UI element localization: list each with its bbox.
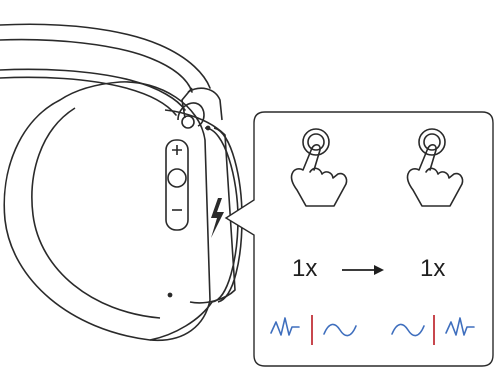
callout-panel bbox=[224, 111, 494, 367]
tap-count-label: 1x bbox=[292, 255, 318, 282]
waveform-icon bbox=[445, 317, 475, 336]
waveform-icon bbox=[270, 317, 300, 336]
headband bbox=[0, 23, 211, 116]
earcup bbox=[3, 81, 243, 342]
touch-area-icon bbox=[211, 198, 224, 238]
tap-finger-icon bbox=[406, 128, 464, 207]
sine-wave-icon bbox=[323, 323, 357, 337]
tap-count-label: 1x bbox=[420, 255, 446, 282]
arrow-right-icon bbox=[342, 265, 384, 275]
sine-wave-icon bbox=[391, 323, 425, 337]
tap-finger-icon bbox=[290, 128, 348, 207]
